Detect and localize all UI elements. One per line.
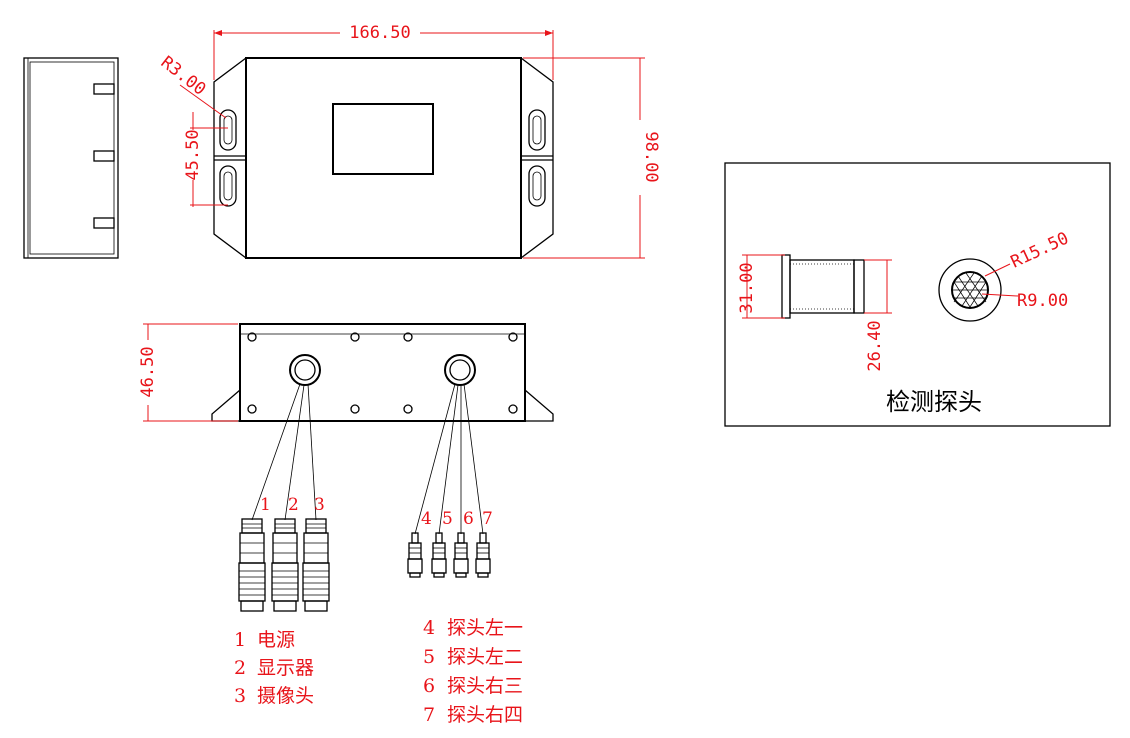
dim-probe-outer-radius: R15.50 (1008, 228, 1072, 272)
connector-5 (431, 532, 447, 578)
legend-left: 1 电源 2 显示器 3 摄像头 (234, 629, 314, 707)
legend-label-4: 探头左一 (447, 617, 523, 639)
legend-label-7: 探头右四 (447, 704, 523, 726)
connector-6 (453, 532, 469, 578)
dim-probe-body: 26.40 (865, 320, 885, 371)
cables (251, 383, 484, 535)
probe-detail-box (724, 162, 1111, 427)
legend-label-5: 探头左二 (447, 646, 523, 668)
dim-side-height: 46.50 (138, 346, 158, 397)
probe-title: 检测探头 (886, 388, 982, 416)
connector-number-2: 2 (288, 495, 299, 515)
probe-mesh (952, 272, 988, 308)
dim-probe-inner-radius: R9.00 (1017, 291, 1068, 311)
dim-radius: R3.00 (157, 52, 210, 99)
connector-numbers: 1 2 3 4 5 6 7 (260, 495, 493, 529)
dim-height: 98.00 (641, 131, 661, 182)
legend-num-3: 3 (234, 685, 246, 707)
screw-holes (247, 332, 518, 414)
connector-number-1: 1 (260, 495, 271, 515)
connector-2 (271, 518, 299, 612)
front-view-dimensions (143, 323, 238, 422)
connector-1 (238, 518, 266, 612)
legend-right: 4 探头左一 5 探头左二 6 探头右三 7 探头右四 (423, 617, 523, 726)
connector-4 (407, 532, 423, 578)
legend-num-7: 7 (423, 704, 435, 726)
side-view (23, 57, 119, 259)
legend-label-6: 探头右三 (447, 675, 523, 697)
legend-label-2: 显示器 (257, 657, 314, 679)
legend-label-3: 摄像头 (257, 685, 314, 707)
legend-num-1: 1 (234, 629, 246, 651)
dim-slot-spacing: 45.50 (183, 129, 203, 180)
probe-connectors (407, 532, 491, 578)
connector-7 (475, 532, 491, 578)
front-view (211, 323, 554, 422)
probe-dimension-labels: 31.00 26.40 R15.50 R9.00 (737, 228, 1072, 371)
dimension-labels: 166.50 98.00 45.50 R3.00 46.50 (138, 23, 661, 398)
connector-number-5: 5 (442, 509, 453, 529)
legend-label-1: 电源 (257, 629, 295, 651)
power-display-camera-connectors (238, 518, 330, 612)
top-view (213, 57, 554, 259)
dim-width: 166.50 (349, 23, 410, 43)
legend-num-2: 2 (234, 657, 246, 679)
connector-3 (302, 518, 330, 612)
connector-number-7: 7 (482, 509, 493, 529)
legend-num-5: 5 (423, 646, 435, 668)
connector-number-6: 6 (463, 509, 474, 529)
legend-num-4: 4 (423, 617, 435, 639)
legend-num-6: 6 (423, 675, 435, 697)
connector-number-3: 3 (314, 495, 325, 515)
top-view-dimensions (179, 30, 645, 259)
connector-number-4: 4 (421, 509, 432, 529)
dim-probe-length: 31.00 (737, 262, 757, 313)
